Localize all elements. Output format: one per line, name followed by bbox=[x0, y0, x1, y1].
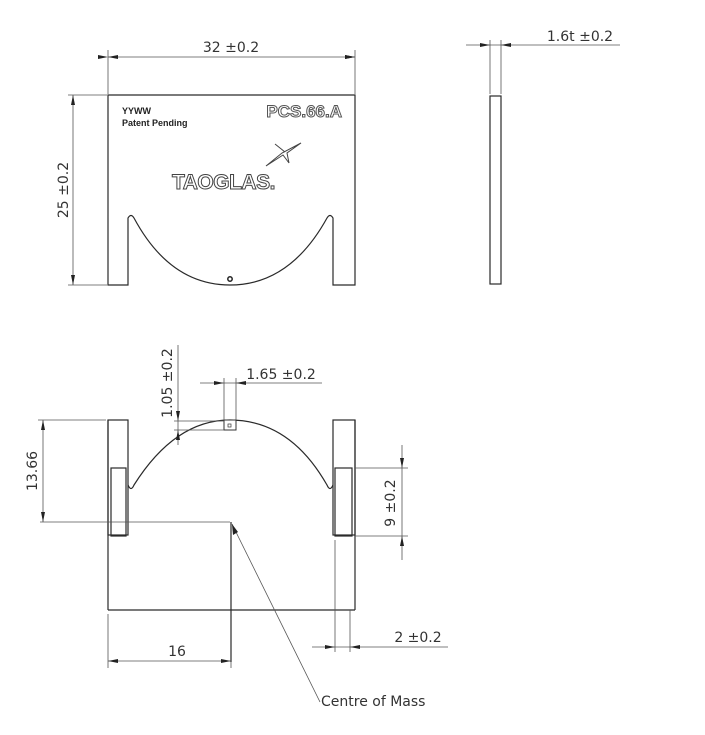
feed-height-dimension: 1.05 ±0.2 bbox=[160, 348, 176, 418]
side-view-outline bbox=[489, 95, 502, 285]
part-number-label: PCS.66.A bbox=[266, 102, 342, 121]
bottom-view: 13.66 1.05 ±0.2 1.65 ±0.2 9 ±0.2 16 bbox=[25, 345, 448, 710]
height-dimension: 25 ±0.2 bbox=[56, 162, 72, 218]
feed-width-dimension: 1.65 ±0.2 bbox=[246, 367, 316, 383]
front-view: 32 ±0.2 25 ±0.2 YYWW Patent Pending PCS.… bbox=[56, 40, 356, 286]
thickness-dimension: 1.6t ±0.2 bbox=[547, 29, 613, 45]
feed-pad bbox=[223, 419, 237, 431]
feed-point-icon bbox=[227, 276, 233, 282]
star-logo-icon bbox=[265, 142, 302, 167]
com-x-dimension: 16 bbox=[168, 644, 186, 660]
centre-of-mass-label: Centre of Mass bbox=[321, 694, 425, 710]
front-view-outline bbox=[107, 94, 356, 286]
side-view: 1.6t ±0.2 bbox=[466, 29, 620, 285]
logo-text: TAOGLAS. bbox=[172, 171, 275, 194]
slot-height-dimension: 9 ±0.2 bbox=[383, 479, 399, 526]
leg-width-dimension: 2 ±0.2 bbox=[394, 630, 441, 646]
width-dimension: 32 ±0.2 bbox=[203, 40, 259, 56]
taoglas-logo: TAOGLAS. bbox=[172, 142, 302, 195]
com-height-dimension: 13.66 bbox=[25, 451, 41, 491]
date-code-label: YYWW bbox=[122, 106, 152, 116]
patent-pending-label: Patent Pending bbox=[122, 118, 188, 128]
